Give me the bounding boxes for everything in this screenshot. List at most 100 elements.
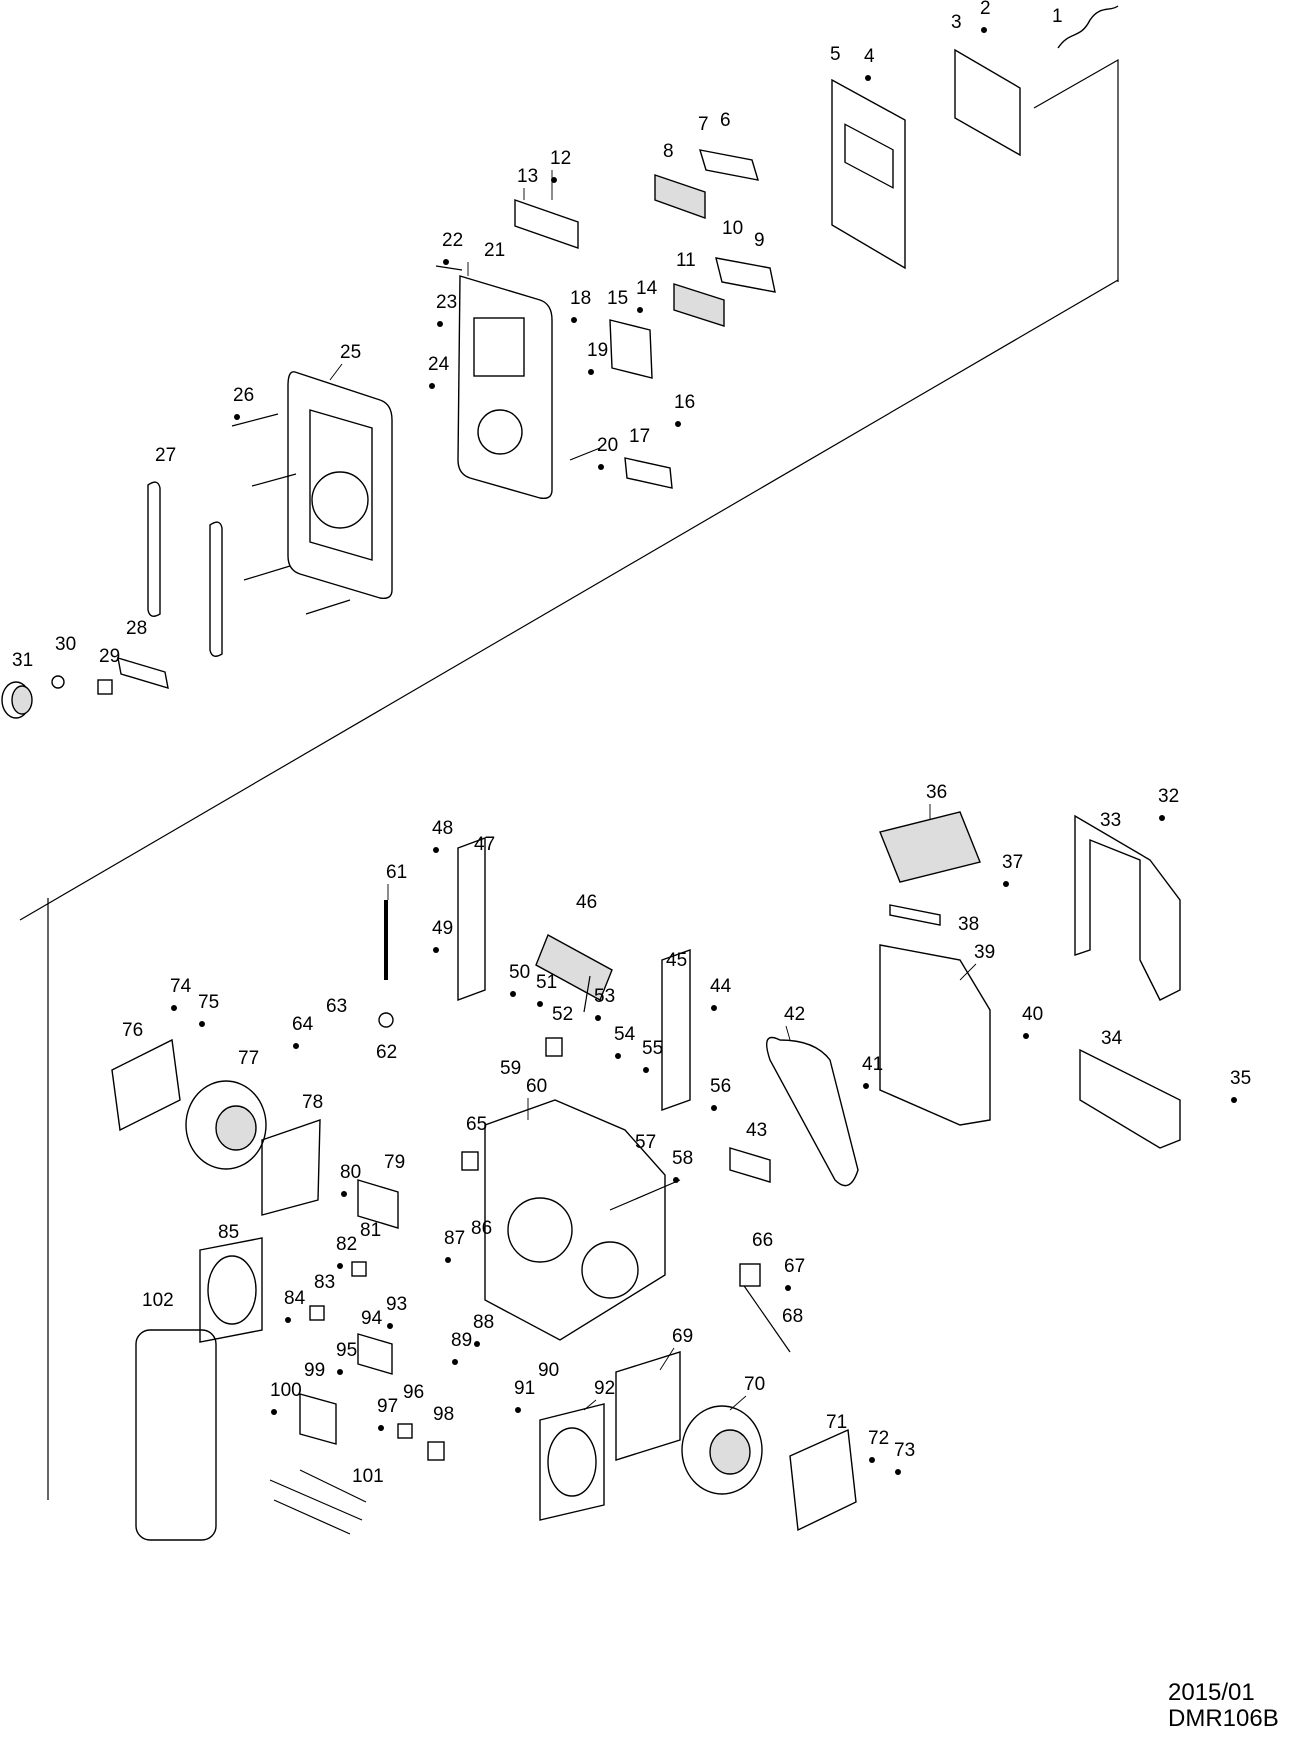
part-number-label-37: 37 bbox=[1002, 852, 1023, 873]
part-number-label-32: 32 bbox=[1158, 786, 1179, 807]
screw-67-icon bbox=[785, 1285, 791, 1291]
part-number-label-55: 55 bbox=[642, 1038, 663, 1059]
part-number-label-72: 72 bbox=[868, 1428, 889, 1449]
leader-lines bbox=[329, 170, 977, 1411]
screw-16-icon bbox=[675, 421, 681, 427]
part-number-label-67: 67 bbox=[784, 1256, 805, 1277]
leader-line-39 bbox=[959, 963, 977, 981]
part-number-label-4: 4 bbox=[864, 46, 875, 67]
part-46-grip bbox=[535, 934, 613, 1001]
part-number-label-93: 93 bbox=[386, 1294, 407, 1315]
part-number-label-83: 83 bbox=[314, 1272, 335, 1293]
part-number-label-94: 94 bbox=[361, 1308, 383, 1329]
screw-40-icon bbox=[1023, 1033, 1029, 1039]
screw-54-icon bbox=[615, 1053, 621, 1059]
part-number-label-1: 1 bbox=[1052, 6, 1063, 27]
part-79-pcb bbox=[357, 1179, 399, 1229]
part-27-handle bbox=[147, 481, 161, 617]
part-number-label-86: 86 bbox=[471, 1218, 492, 1239]
part-66-block bbox=[739, 1263, 761, 1287]
part-number-label-17: 17 bbox=[629, 426, 650, 447]
part-number-label-53: 53 bbox=[594, 986, 615, 1007]
part-number-label-33: 33 bbox=[1100, 810, 1121, 831]
part-21-front-panel bbox=[457, 275, 553, 500]
part-29-block bbox=[97, 679, 113, 695]
footer: 2015/01 DMR106B bbox=[1168, 1680, 1308, 1732]
part-number-label-22: 22 bbox=[442, 230, 463, 251]
part-number-label-45: 45 bbox=[666, 950, 687, 971]
screw-72-icon bbox=[869, 1457, 875, 1463]
part-number-label-99: 99 bbox=[304, 1360, 325, 1381]
part-number-label-10: 10 bbox=[722, 218, 743, 239]
leader-line-42 bbox=[785, 1025, 791, 1041]
screw-12-icon bbox=[551, 177, 557, 183]
part-33-side-frame bbox=[1074, 814, 1181, 1001]
screw-100-icon bbox=[271, 1409, 277, 1415]
lower-assembly bbox=[111, 811, 1181, 1541]
part-number-label-97: 97 bbox=[377, 1396, 398, 1417]
part-number-label-46: 46 bbox=[576, 892, 597, 913]
part-43-label bbox=[729, 1147, 771, 1183]
part-number-label-5: 5 bbox=[830, 44, 841, 65]
part-number-label-51: 51 bbox=[536, 972, 557, 993]
part-number-label-79: 79 bbox=[384, 1152, 405, 1173]
part-45-arm bbox=[661, 949, 691, 1111]
part-number-label-101: 101 bbox=[352, 1466, 384, 1487]
part-76-speaker-frame bbox=[111, 1038, 181, 1132]
part-number-label-96: 96 bbox=[403, 1382, 424, 1403]
screw-37-icon bbox=[1003, 881, 1009, 887]
part-17-switch bbox=[624, 457, 673, 489]
screw-20-icon bbox=[598, 464, 604, 470]
part-52-block bbox=[545, 1037, 563, 1057]
part-number-label-19: 19 bbox=[587, 340, 608, 361]
part-number-label-8: 8 bbox=[663, 141, 674, 162]
leader-line-25 bbox=[329, 363, 343, 381]
part-83-block bbox=[309, 1305, 325, 1321]
part-number-label-38: 38 bbox=[958, 914, 979, 935]
part-78-gasket bbox=[261, 1119, 321, 1216]
part-8-buttons bbox=[654, 174, 706, 219]
part-number-label-6: 6 bbox=[720, 110, 731, 131]
part-number-label-68: 68 bbox=[782, 1306, 803, 1327]
part-number-label-73: 73 bbox=[894, 1440, 915, 1461]
part-number-label-31: 31 bbox=[12, 650, 33, 671]
part-81-block bbox=[351, 1261, 367, 1277]
part-number-label-78: 78 bbox=[302, 1092, 323, 1113]
part-11-buttons bbox=[673, 283, 725, 327]
part-number-label-63: 63 bbox=[326, 996, 347, 1017]
part-number-label-47: 47 bbox=[474, 834, 495, 855]
part-number-label-21: 21 bbox=[484, 240, 505, 261]
part-21-speaker-grill bbox=[477, 409, 523, 455]
part-71-frame bbox=[789, 1428, 857, 1532]
part-62-nut bbox=[378, 1012, 394, 1028]
screw-49-icon bbox=[433, 947, 439, 953]
part-number-label-28: 28 bbox=[126, 618, 147, 639]
part-47-arm bbox=[457, 836, 486, 1002]
part-94-pcb bbox=[357, 1333, 393, 1375]
part-number-label-82: 82 bbox=[336, 1234, 357, 1255]
part-number-label-26: 26 bbox=[233, 385, 254, 406]
part-number-label-11: 11 bbox=[676, 250, 696, 271]
part-number-label-85: 85 bbox=[218, 1222, 239, 1243]
screw-93-icon bbox=[387, 1323, 393, 1329]
part-number-label-50: 50 bbox=[509, 962, 530, 983]
screw-97-icon bbox=[378, 1425, 384, 1431]
part-5-display bbox=[844, 123, 894, 189]
part-number-label-52: 52 bbox=[552, 1004, 573, 1025]
part-34-bracket bbox=[1079, 1048, 1181, 1149]
part-number-label-98: 98 bbox=[433, 1404, 454, 1425]
part-number-label-75: 75 bbox=[198, 992, 219, 1013]
part-number-label-16: 16 bbox=[674, 392, 695, 413]
screw-95-icon bbox=[337, 1369, 343, 1375]
part-number-label-14: 14 bbox=[636, 278, 658, 299]
screw-58-icon bbox=[673, 1177, 679, 1183]
part-number-label-7: 7 bbox=[698, 114, 709, 135]
screw-87-icon bbox=[445, 1257, 451, 1263]
part-number-label-58: 58 bbox=[672, 1148, 693, 1169]
group-boundary-lines bbox=[19, 58, 1119, 1500]
part-number-label-69: 69 bbox=[672, 1326, 693, 1347]
screw-84-icon bbox=[285, 1317, 291, 1323]
part-28-latch bbox=[117, 657, 169, 689]
screw-4-icon bbox=[865, 75, 871, 81]
